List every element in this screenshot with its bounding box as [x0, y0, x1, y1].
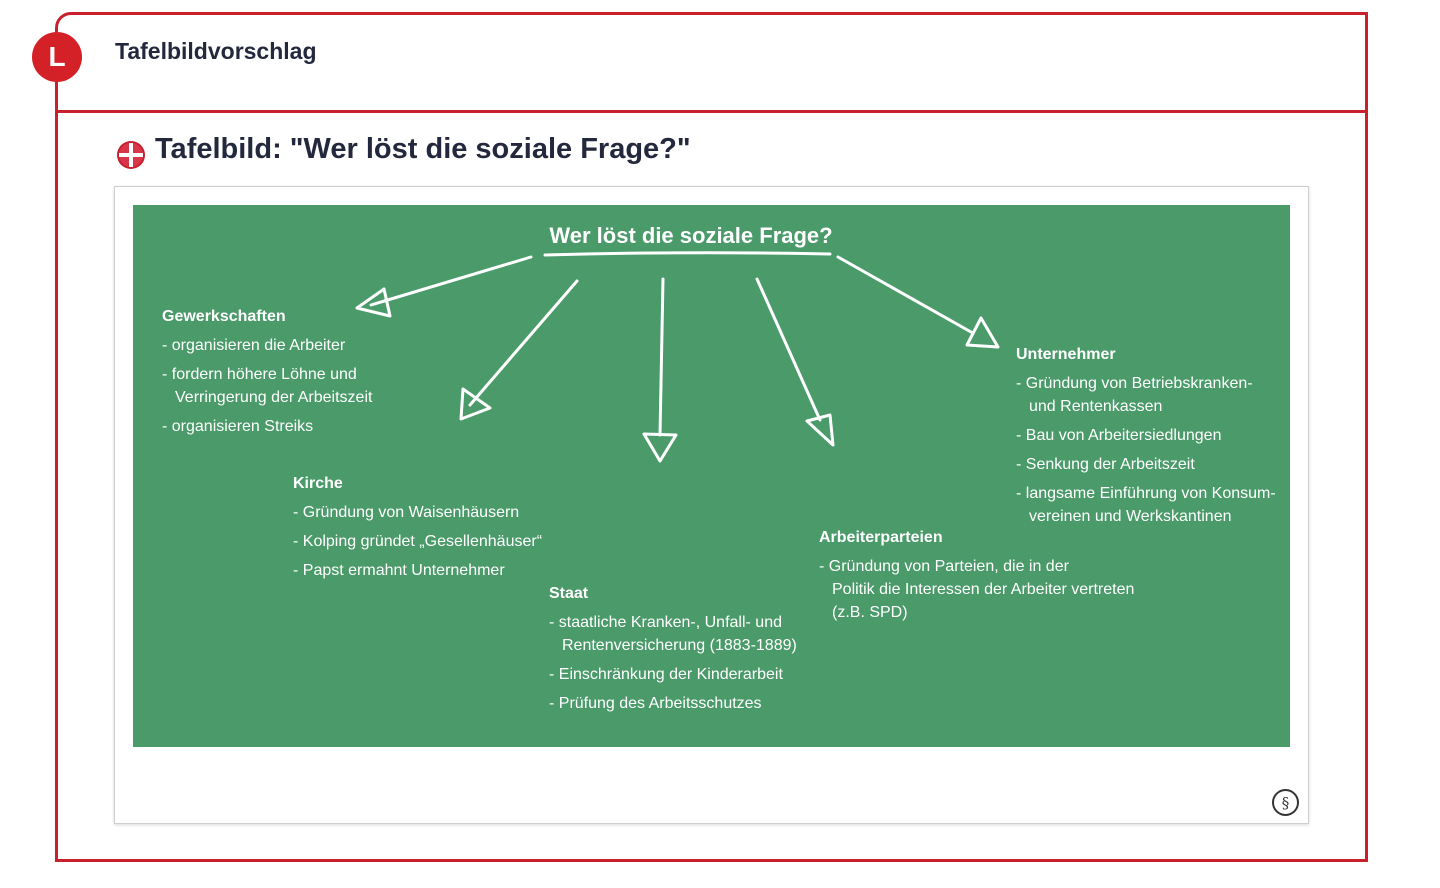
group-heading: Kirche: [293, 475, 343, 492]
blackboard-icon: [117, 141, 145, 169]
arrow-kirche: [459, 279, 579, 421]
arrow-arbeiterparteien: [755, 277, 835, 447]
header-divider: [55, 110, 1368, 113]
list-item: - Bau von Arbeitersiedlungen: [1016, 427, 1222, 444]
group-arbeiterparteien: Arbeiterparteien - Gründung von Parteien…: [819, 526, 1134, 630]
group-heading: Unternehmer: [1016, 346, 1116, 363]
paragraph-icon[interactable]: §: [1272, 789, 1299, 816]
list-item: - Gründung von Waisenhäusern: [293, 504, 520, 521]
title-underline: [543, 251, 832, 257]
arrows-layer: [355, 251, 1000, 463]
group-heading: Staat: [549, 585, 589, 602]
group-staat: Staat - staatliche Kranken-, Unfall- und…: [549, 582, 797, 721]
arrow-gewerkschaften: [355, 255, 533, 318]
list-item: - organisieren die Arbeiter: [162, 337, 346, 354]
list-item: - Senkung der Arbeitszeit: [1016, 456, 1195, 473]
header-title: Tafelbildvorschlag: [115, 38, 317, 64]
arrow-staat: [642, 277, 678, 463]
group-kirche: Kirche - Gründung von Waisenhäusern - Ko…: [293, 472, 542, 588]
list-item: - langsame Einführung von Konsum-vereine…: [1016, 485, 1276, 525]
arrow-unternehmer: [836, 255, 1000, 349]
list-item: - Gründung von Betriebskranken-und Rente…: [1016, 375, 1253, 415]
list-item: - Prüfung des Arbeitsschutzes: [549, 695, 762, 712]
list-item: - Papst ermahnt Unternehmer: [293, 562, 505, 579]
list-item: - Einschränkung der Kinderarbeit: [549, 666, 783, 683]
group-heading: Arbeiterparteien: [819, 529, 943, 546]
board-title: Wer löst die soziale Frage?: [549, 223, 833, 248]
section-title: Tafelbild: "Wer löst die soziale Frage?": [155, 133, 691, 165]
blackboard: Wer löst die soziale Frage? Gewerkschaft…: [133, 205, 1290, 747]
group-unternehmer: Unternehmer - Gründung von Betriebskrank…: [1016, 343, 1276, 534]
list-item: - Kolping gründet „Gesellenhäuser“: [293, 533, 543, 550]
lesson-frame: [55, 12, 1368, 862]
group-gewerkschaften: Gewerkschaften - organisieren die Arbeit…: [162, 305, 372, 444]
list-item: - organisieren Streiks: [162, 418, 314, 435]
letter-badge-icon: L: [32, 32, 82, 82]
group-heading: Gewerkschaften: [162, 308, 286, 325]
